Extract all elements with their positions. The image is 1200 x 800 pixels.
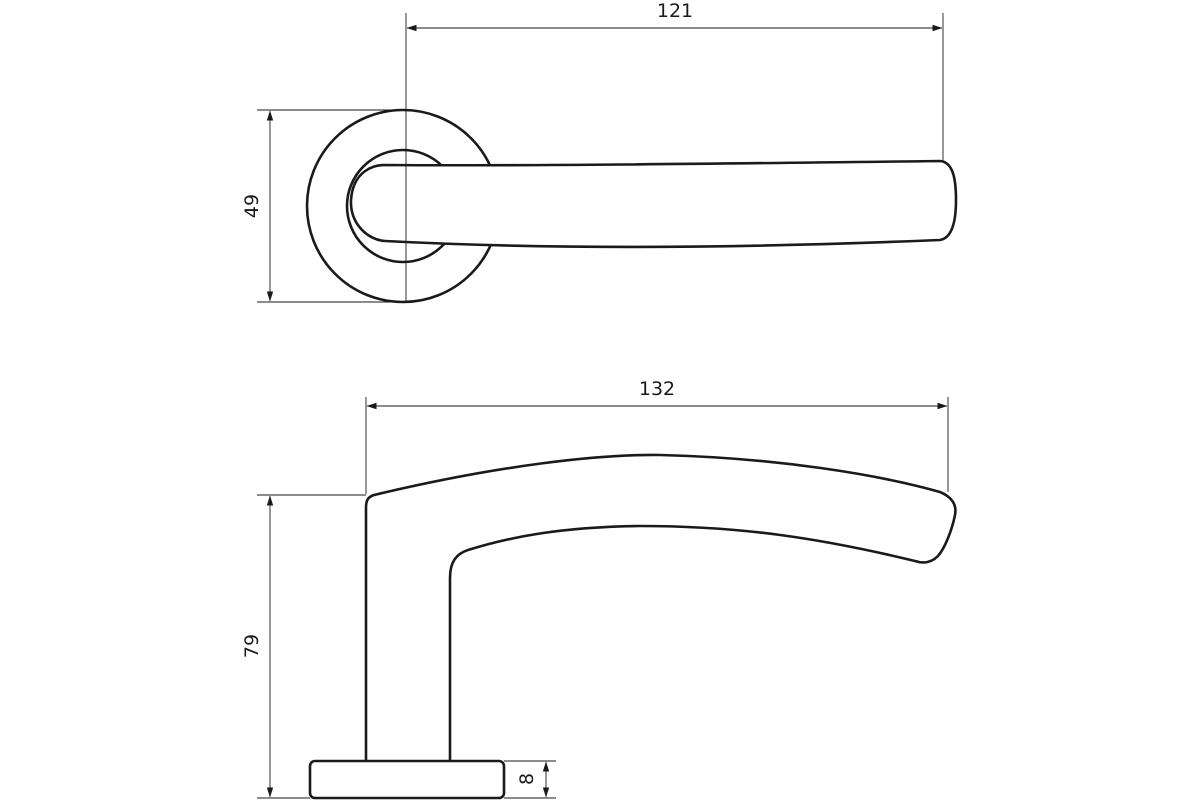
dimension-label-121: 121 [657, 0, 693, 22]
side-view: 132 79 8 [241, 378, 957, 800]
dimension-label-79: 79 [241, 634, 263, 658]
dimension-label-8: 8 [516, 773, 538, 785]
lever-top-outline [349, 159, 958, 249]
dimension-label-132: 132 [639, 378, 675, 400]
rose-plate [308, 759, 506, 800]
dimension-label-49: 49 [241, 194, 263, 218]
lever-side-outline [364, 453, 957, 762]
top-view: 121 49 [241, 0, 958, 304]
